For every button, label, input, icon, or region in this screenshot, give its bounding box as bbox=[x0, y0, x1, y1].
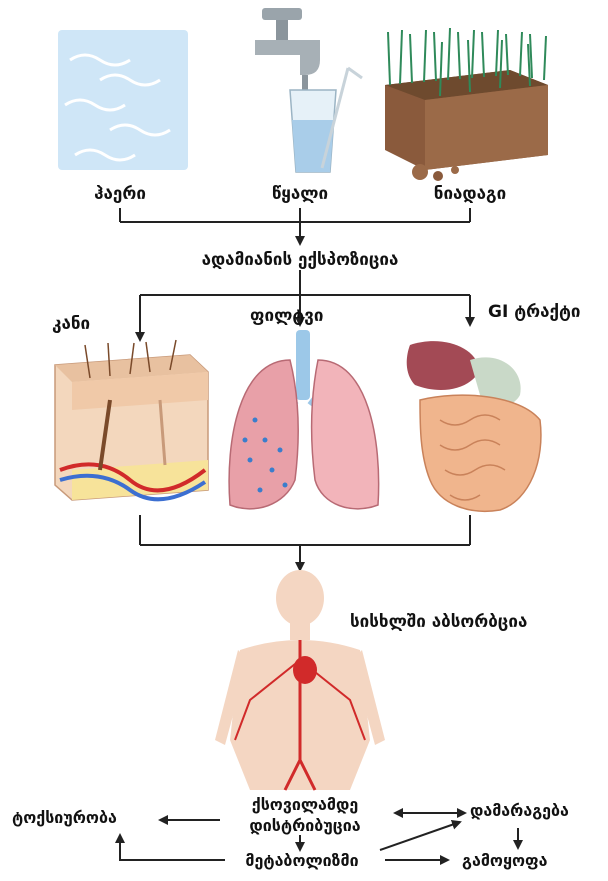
distribution-line-2: დისტრიბუცია bbox=[220, 815, 390, 836]
source-soil-label: ნიადაგი bbox=[420, 184, 520, 204]
source-air-label: ჰაერი bbox=[80, 184, 160, 204]
distribution-line-1: ქსოვილამდე bbox=[220, 794, 390, 815]
air-illustration bbox=[58, 30, 188, 170]
soil-illustration bbox=[385, 28, 548, 181]
distribution-label: ქსოვილამდე დისტრიბუცია bbox=[220, 794, 390, 836]
absorption-label: სისხლში აბსორბცია bbox=[350, 612, 527, 632]
route-connectors bbox=[140, 270, 470, 340]
route-skin-label: კანი bbox=[52, 314, 90, 334]
excretion-label: გამოყოფა bbox=[462, 851, 547, 870]
route-lungs-label: ფილტვი bbox=[250, 306, 323, 326]
route-gi-label: GI ტრაქტი bbox=[488, 302, 581, 322]
exposure-label: ადამიანის ექსპოზიცია bbox=[180, 250, 420, 270]
skin-illustration bbox=[55, 340, 208, 500]
absorption-connectors bbox=[140, 515, 470, 570]
source-connectors bbox=[120, 208, 470, 244]
toxicity-label: ტოქსიურობა bbox=[12, 808, 117, 827]
gi-illustration bbox=[407, 341, 541, 511]
source-water-label: წყალი bbox=[255, 184, 345, 204]
body-illustration bbox=[215, 570, 385, 790]
metabolism-label: მეტაბოლიზმი bbox=[222, 851, 382, 870]
lung-illustration bbox=[229, 330, 379, 509]
storage-label: დამარაგება bbox=[470, 801, 569, 820]
water-illustration bbox=[255, 8, 362, 172]
